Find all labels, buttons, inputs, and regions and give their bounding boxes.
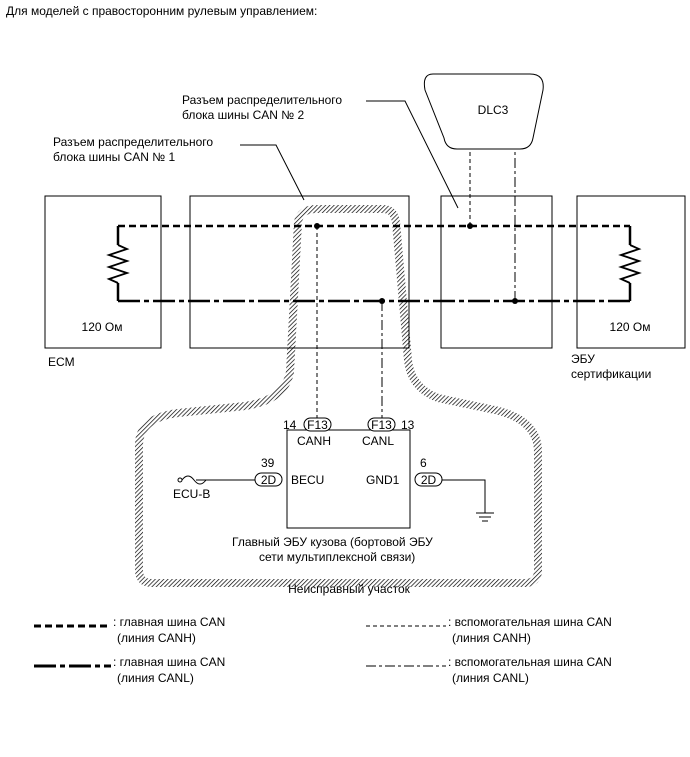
becu-signal-label: BECU — [291, 473, 324, 487]
ground-icon — [476, 512, 494, 522]
fuse-label: ECU-B — [173, 487, 210, 501]
faulty-area-label: Неисправный участок — [288, 582, 411, 596]
ecm-label: ECM — [48, 355, 75, 369]
ecm-terminating-resistor — [106, 226, 130, 301]
connector2-leader — [366, 100, 459, 209]
fuse-icon — [181, 475, 207, 485]
canh-pin-number: 14 — [283, 418, 297, 432]
cert-ecu-resistance-label: 120 Ом — [610, 320, 651, 334]
ecm-resistance-label: 120 Ом — [82, 320, 123, 334]
dlc3-label: DLC3 — [478, 103, 509, 117]
body-ecu-box — [286, 429, 411, 529]
cert-ecu-label-line2: сертификации — [571, 367, 651, 381]
canl-connector-code: F13 — [371, 418, 392, 432]
connector1-leader — [240, 144, 305, 201]
legend-sub-canh-line2: (линия CANH) — [452, 631, 531, 645]
becu-connector-code: 2D — [261, 473, 277, 487]
legend-main-canl-line1: : главная шина CAN — [113, 655, 225, 669]
legend-main-canl-line2: (линия CANL) — [117, 671, 194, 685]
legend-sub-canl-line2: (линия CANL) — [452, 671, 529, 685]
gnd1-pin: 2D 6 GND1 — [366, 456, 494, 522]
dlc3-connector — [423, 73, 544, 150]
connector1-label-line1: Разъем распределительного — [53, 135, 213, 149]
canh-connector-code: F13 — [307, 418, 328, 432]
canh-signal-label: CANH — [297, 434, 331, 448]
canl-signal-label: CANL — [362, 434, 394, 448]
junction-connector-2-box — [440, 195, 553, 349]
certification-ecu-box — [576, 195, 686, 349]
connector2-label-line2: блока шины CAN № 2 — [182, 108, 304, 122]
junction-dot — [379, 298, 385, 304]
legend-sub-canh-line1: : вспомогательная шина CAN — [448, 615, 612, 629]
junction-dot — [467, 223, 473, 229]
cert-ecu-label-line1: ЭБУ — [571, 352, 595, 366]
canl-pin: F13 13 CANL — [362, 417, 415, 448]
canl-pin-number: 13 — [401, 418, 415, 432]
legend-main-canh-line1: : главная шина CAN — [113, 615, 225, 629]
junction-dot — [314, 223, 320, 229]
connector1-label-line2: блока шины CAN № 1 — [53, 150, 175, 164]
page-header: Для моделей с правосторонним рулевым упр… — [6, 4, 317, 18]
body-ecu-caption-line2: сети мультиплексной связи) — [259, 550, 415, 564]
legend: : главная шина CAN (линия CANH) : главна… — [34, 615, 612, 685]
legend-main-canh-line2: (линия CANH) — [117, 631, 196, 645]
gnd1-connector-code: 2D — [421, 473, 437, 487]
cert-ecu-terminating-resistor — [618, 226, 642, 301]
becu-pin: 2D 39 BECU ECU-B — [173, 456, 324, 501]
sub-bus-lines — [316, 149, 516, 418]
legend-sub-canl-line1: : вспомогательная шина CAN — [448, 655, 612, 669]
ecm-box — [44, 195, 162, 349]
body-ecu-caption-line1: Главный ЭБУ кузова (бортовой ЭБУ — [232, 535, 433, 549]
faulty-area-outline — [135, 205, 542, 587]
gnd1-signal-label: GND1 — [366, 473, 400, 487]
canh-pin: F13 14 CANH — [283, 417, 332, 448]
gnd1-pin-number: 6 — [420, 456, 427, 470]
becu-pin-number: 39 — [261, 456, 275, 470]
connector2-label-line1: Разъем распределительного — [182, 93, 342, 107]
junction-dot — [512, 298, 518, 304]
junction-connector-1-box — [189, 195, 410, 349]
